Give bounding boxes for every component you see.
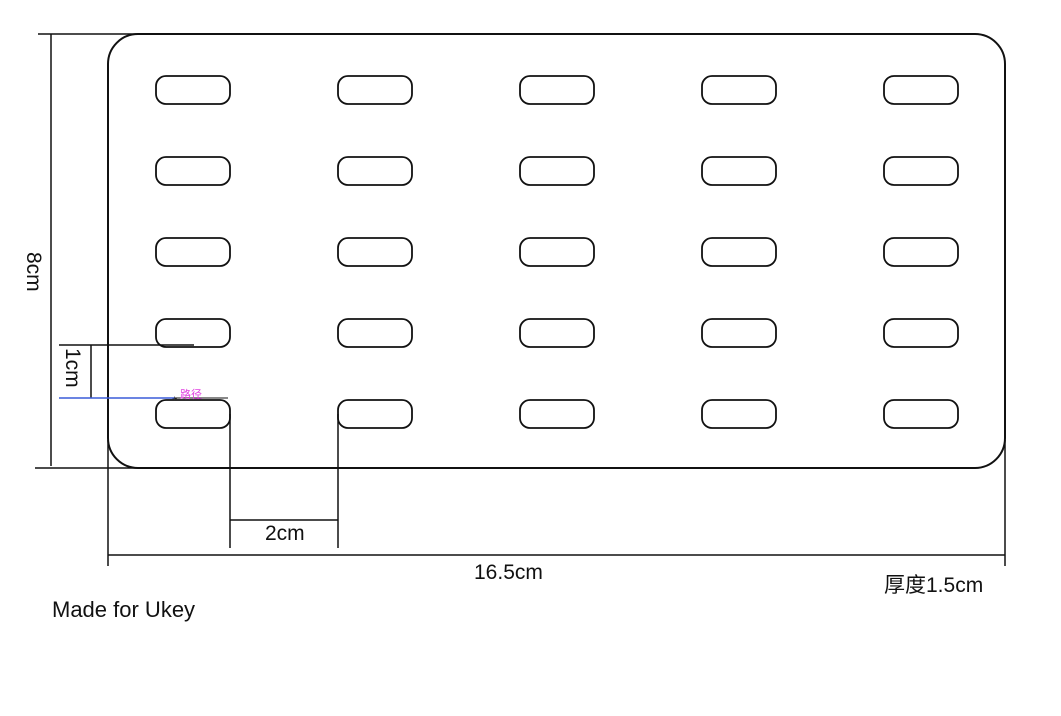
slot-r1-c3: [519, 75, 595, 105]
slot-r4-c3: [519, 318, 595, 348]
slot-r1-c2: [337, 75, 413, 105]
slot-r1-c4: [701, 75, 777, 105]
slot-r4-c2: [337, 318, 413, 348]
slot-r2-c3: [519, 156, 595, 186]
column-spacing-dimension: [229, 414, 339, 548]
slot-r5-c4: [701, 399, 777, 429]
slot-r3-c3: [519, 237, 595, 267]
slot-r2-c2: [337, 156, 413, 186]
column-spacing-dimension-label: 2cm: [265, 522, 305, 545]
row-spacing-dimension: [59, 344, 194, 398]
width-dimension: [107, 440, 1006, 566]
slot-r4-c4: [701, 318, 777, 348]
slot-r2-c1: [155, 156, 231, 186]
slot-r3-c4: [701, 237, 777, 267]
height-dimension-label: 8cm: [22, 252, 45, 292]
path-tag: 路径: [180, 389, 202, 401]
width-dimension-label: 16.5cm: [474, 561, 543, 584]
slot-r4-c1: [155, 318, 231, 348]
slot-r5-c3: [519, 399, 595, 429]
slot-r3-c1: [155, 237, 231, 267]
board-outline: [107, 33, 1006, 469]
slot-r5-c5: [883, 399, 959, 429]
slot-r5-c2: [337, 399, 413, 429]
slot-r4-c5: [883, 318, 959, 348]
thickness-label: 厚度1.5cm: [884, 574, 984, 597]
slot-grid: [155, 75, 959, 429]
row-spacing-dimension-label: 1cm: [61, 348, 84, 388]
slot-r2-c4: [701, 156, 777, 186]
slot-r3-c2: [337, 237, 413, 267]
slot-r1-c5: [883, 75, 959, 105]
slot-r2-c5: [883, 156, 959, 186]
slot-r3-c5: [883, 237, 959, 267]
slot-r1-c1: [155, 75, 231, 105]
height-dimension: [35, 33, 170, 469]
footer-caption: Made for Ukey: [52, 597, 196, 622]
cursor-marker: +: [172, 394, 177, 404]
slot-r5-c1: [155, 399, 231, 429]
